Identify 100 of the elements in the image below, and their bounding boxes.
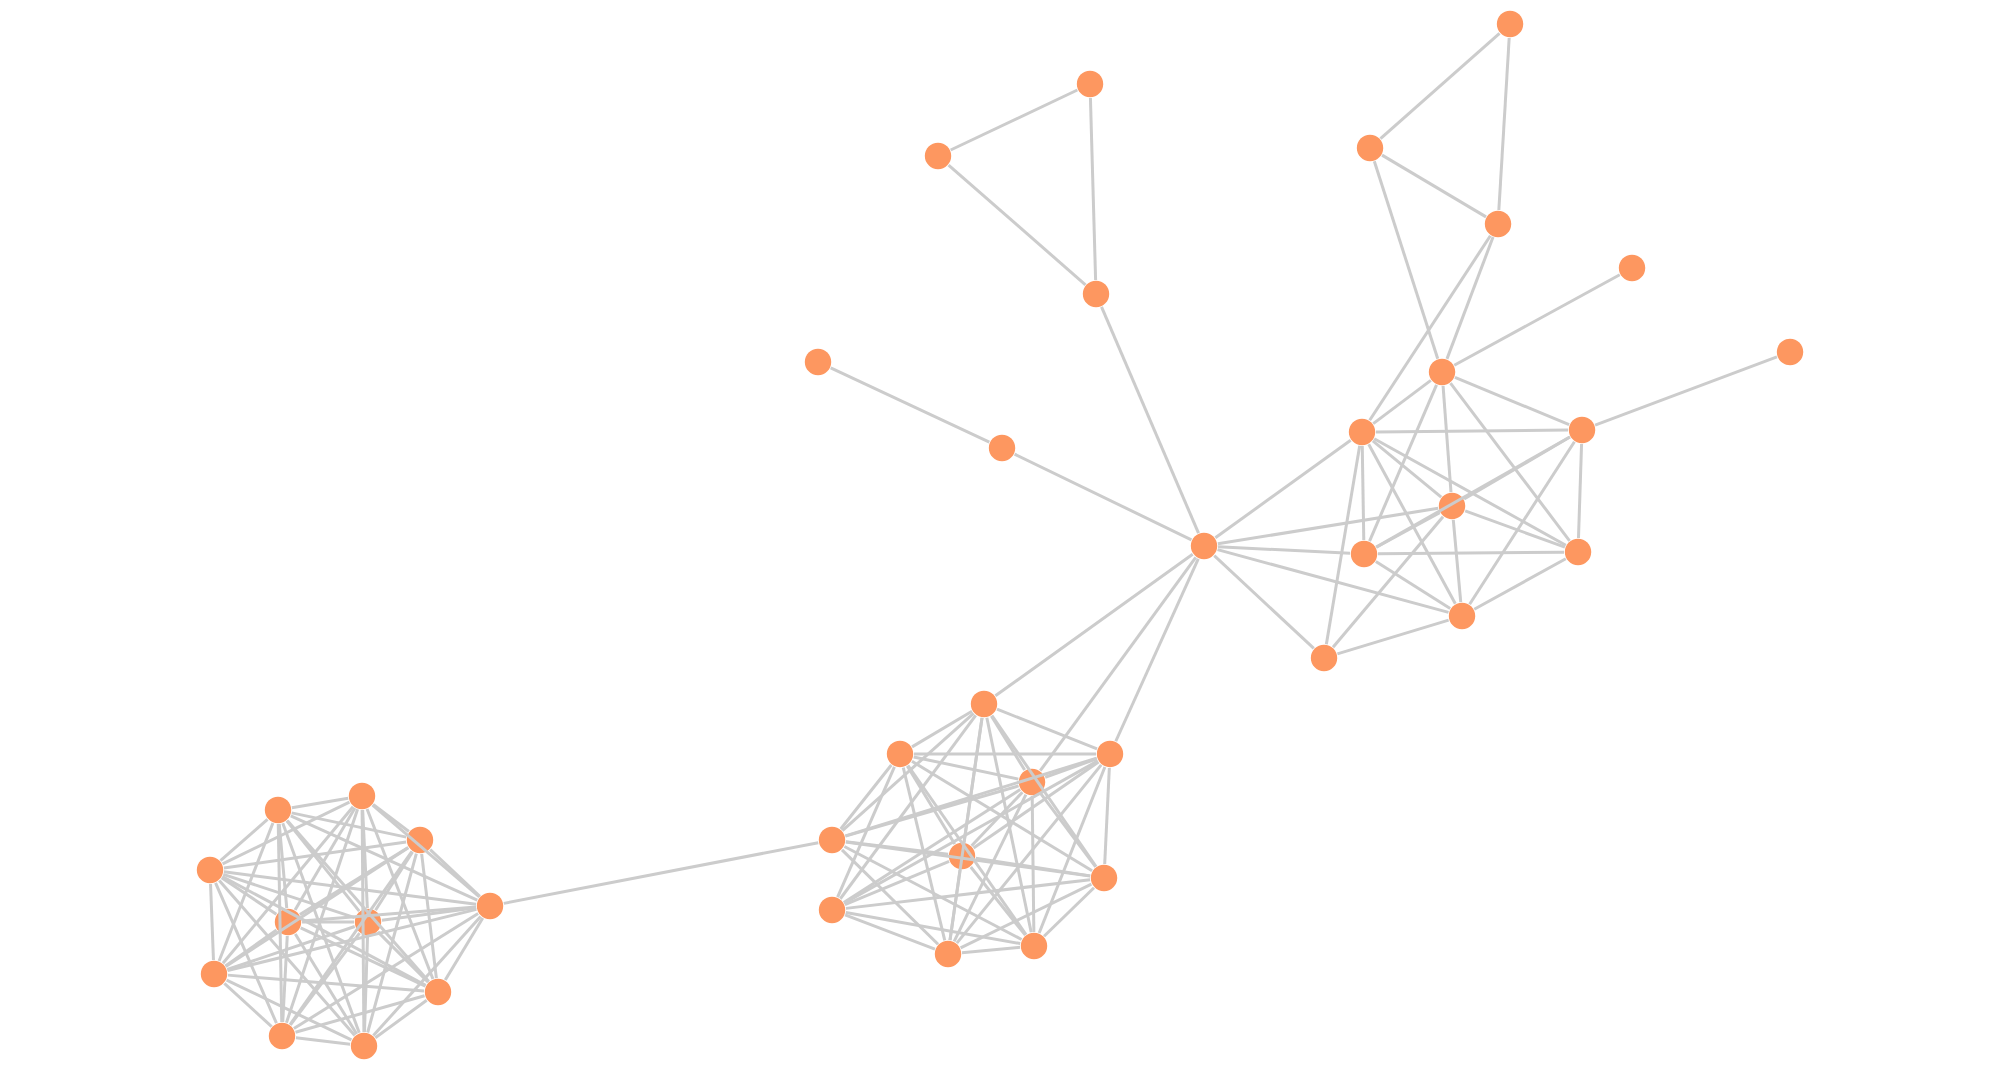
edge-line [288, 850, 414, 1026]
node-dot [1082, 280, 1110, 308]
edge-line [1331, 515, 1445, 649]
edge-line [1213, 554, 1315, 650]
edge-line [959, 882, 1093, 950]
edge-line [1217, 545, 1351, 555]
edge-line [291, 796, 349, 810]
edge-line [1454, 375, 1570, 427]
edge-line [990, 715, 1026, 771]
edge-line [1100, 306, 1200, 534]
edge-line [845, 840, 949, 856]
edge-line [366, 853, 418, 1033]
edge-line [994, 552, 1194, 698]
node-dot [934, 940, 962, 968]
edge-line [1577, 443, 1584, 539]
edge-line [1217, 506, 1439, 546]
edge-line [1378, 550, 1565, 556]
edge-line [1114, 558, 1200, 742]
edge-line [420, 853, 438, 979]
edge-line [222, 872, 356, 920]
node-dot [970, 690, 998, 718]
edge-line [845, 784, 1019, 838]
edge-line [845, 878, 1091, 910]
edge-line [914, 752, 1096, 756]
edge-line [1368, 384, 1438, 542]
edge-line [1030, 796, 1036, 933]
node-dot [1076, 70, 1104, 98]
node-dot [818, 826, 846, 854]
node-dot [1020, 932, 1048, 960]
edge-line [1336, 618, 1450, 656]
node-dot [1350, 540, 1378, 568]
edge-line [906, 765, 957, 845]
edge-line [1464, 509, 1566, 549]
node-dot [264, 796, 292, 824]
edge-line [1039, 792, 1097, 868]
edge-line [1372, 160, 1440, 360]
edge-line [301, 905, 477, 923]
node-dot [1096, 740, 1124, 768]
edge-line [295, 1036, 351, 1046]
edge-line [901, 767, 947, 941]
edge-line [1375, 511, 1441, 549]
edge-line [1453, 273, 1621, 367]
edge-line [975, 856, 1091, 878]
node-dot [988, 434, 1016, 462]
edge-line [223, 870, 477, 906]
node-dot [1018, 768, 1046, 796]
node-dot [1310, 644, 1338, 672]
node-dot [1564, 538, 1592, 566]
edge-line [503, 841, 819, 905]
edge-line [285, 820, 361, 913]
edge-line [372, 803, 410, 833]
node-dot [804, 348, 832, 376]
edge-line [221, 800, 351, 866]
edge-line [952, 793, 1028, 943]
edge-line [221, 875, 427, 987]
edge-line [969, 866, 1027, 936]
edge-line [839, 764, 893, 830]
edge-line [223, 982, 273, 1028]
edge-line [839, 714, 977, 900]
edge-line [913, 755, 1019, 781]
edge-line [1445, 236, 1495, 360]
edge-line [962, 717, 984, 843]
edge-line [911, 760, 1093, 873]
node-dot [948, 842, 976, 870]
node-dot [406, 826, 434, 854]
edge-line [371, 804, 481, 898]
edge-line [1103, 767, 1111, 865]
edge-line [906, 764, 1028, 936]
edge-line [1473, 557, 1567, 611]
node-dot [1776, 338, 1804, 366]
edge-line [217, 822, 275, 962]
edge-line [291, 811, 407, 839]
edge-line [1368, 234, 1492, 422]
edge-line [1375, 560, 1451, 610]
edge-line [844, 756, 1098, 838]
edge-line [362, 935, 370, 1033]
edge-line [1468, 440, 1576, 606]
edge-line [1441, 385, 1453, 493]
edge-line [374, 851, 414, 911]
edge-line [1372, 379, 1432, 425]
edge-line [299, 846, 409, 916]
edge-line [214, 882, 278, 1024]
edge-line [961, 945, 1021, 955]
edge-line [295, 994, 425, 1034]
edge-line [376, 930, 430, 984]
edge-line [381, 906, 477, 922]
edge-line [1376, 428, 1569, 434]
edge-line [1217, 548, 1449, 614]
node-dot [1496, 10, 1524, 38]
node-dot [424, 978, 452, 1006]
node-dot [1618, 254, 1646, 282]
edge-line [1044, 757, 1098, 779]
node-dot [924, 142, 952, 170]
edge-line [293, 912, 479, 1030]
edge-line [843, 759, 1099, 905]
edge-line [281, 822, 361, 1034]
edge-line [1013, 452, 1193, 542]
edge-line [1463, 435, 1571, 501]
edge-line [219, 818, 269, 862]
edge-line [1379, 32, 1501, 140]
